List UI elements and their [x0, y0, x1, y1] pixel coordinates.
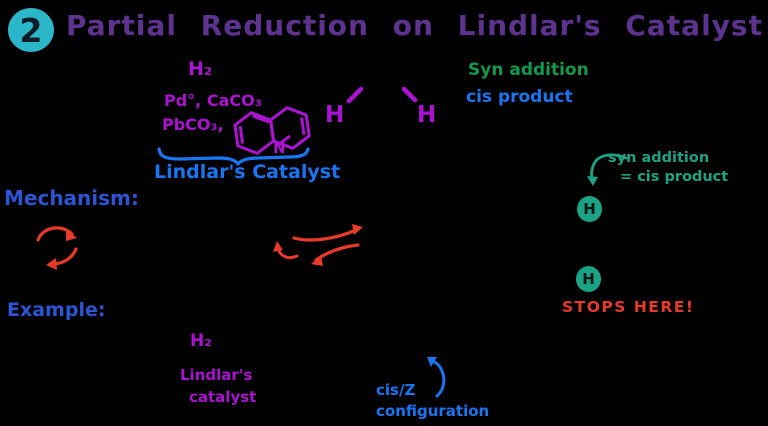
cis-product-label: cis product: [466, 87, 573, 107]
hydrogen-circle-1: H: [577, 196, 602, 222]
page-title: Partial Reduction on Lindlar's Catalyst: [66, 9, 763, 42]
lindlars-catalyst-label: Lindlar's Catalyst: [154, 161, 341, 183]
double-bond-tick: [238, 125, 244, 144]
syn-cis-note-line1: syn addition: [608, 150, 710, 166]
syn-addition-label: Syn addition: [468, 60, 589, 80]
hydrogen-label: H: [582, 270, 595, 288]
stops-here-label: STOPS HERE!: [562, 298, 695, 316]
mechanism-label: Mechanism:: [4, 186, 139, 210]
quinoline-n-label: N: [273, 139, 286, 157]
example-hydrogen-label: H₂: [190, 331, 212, 351]
mechanism-arrows-left: [36, 226, 78, 270]
example-catalyst-line1: Lindlar's: [180, 366, 253, 384]
syn-cis-note-line2: = cis product: [620, 169, 729, 185]
h-right-label: H: [417, 102, 436, 128]
config-line2: configuration: [376, 402, 490, 420]
example-label: Example:: [7, 299, 106, 321]
curved-arrow-icon: [587, 153, 628, 186]
double-bond-tick: [277, 135, 291, 146]
hydrogen-circle-2: H: [576, 266, 601, 292]
mechanism-arrows-middle: [273, 224, 363, 266]
badge-number: 2: [19, 10, 43, 50]
bond-line: [346, 86, 364, 104]
curved-arrow-icon: [292, 228, 358, 242]
pyridine-ring: [269, 106, 311, 150]
hydrogen-label: H: [583, 200, 596, 218]
quinoline-structure: N: [233, 106, 311, 157]
reagent-catalyst-line1: Pd°, CaCO₃: [164, 91, 262, 110]
reagent-hydrogen-label: H₂: [188, 58, 213, 80]
reagent-catalyst-line2: PbCO₃,: [162, 115, 224, 134]
number-badge: 2: [8, 8, 54, 52]
config-arrow-icon: [427, 357, 446, 398]
curved-arrow-icon: [314, 243, 360, 262]
h-left-label: H: [325, 102, 344, 128]
curly-brace-icon: [157, 147, 310, 166]
bond-line: [401, 86, 418, 103]
double-bond-tick: [252, 114, 270, 124]
example-catalyst-line2: catalyst: [189, 388, 257, 406]
cis-alkene-structure: H H: [325, 86, 436, 128]
double-bond-tick: [300, 117, 306, 136]
config-line1: cis/Z: [376, 381, 416, 399]
